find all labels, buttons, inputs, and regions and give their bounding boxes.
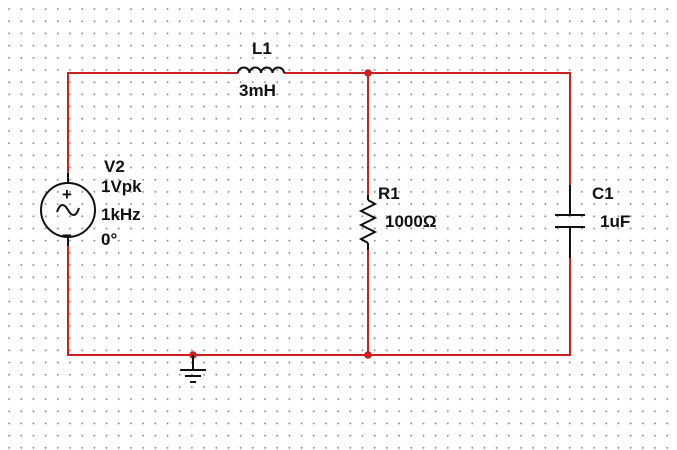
source-amplitude-label: 1Vpk [101,177,142,196]
sine-wave-icon [56,204,80,216]
inductor-value-label: 3mH [239,81,276,100]
junction-bottom [364,351,372,359]
resistor-ref-label: R1 [378,184,400,203]
source-frequency-label: 1kHz [101,205,141,224]
source-minus-symbol: − [62,226,72,245]
resistor-r1[interactable] [358,195,378,250]
inductor-ref-label: L1 [252,39,272,58]
capacitor-c1[interactable] [555,185,585,258]
source-ref-label: V2 [104,157,125,176]
capacitor-ref-label: C1 [592,184,614,203]
source-plus-symbol: + [62,185,72,204]
resistor-value-label: 1000Ω [385,212,436,231]
ground-symbol[interactable] [180,355,206,383]
junction-top [364,69,372,77]
wire-top-right[interactable] [284,72,571,185]
ac-voltage-source[interactable] [40,173,96,246]
wires [67,72,571,356]
wire-capacitor-bottom[interactable] [67,246,571,356]
inductor-l1[interactable] [237,66,285,74]
capacitor-value-label: 1uF [600,212,630,231]
source-phase-label: 0° [101,230,117,249]
wire-left-top[interactable] [67,72,238,173]
